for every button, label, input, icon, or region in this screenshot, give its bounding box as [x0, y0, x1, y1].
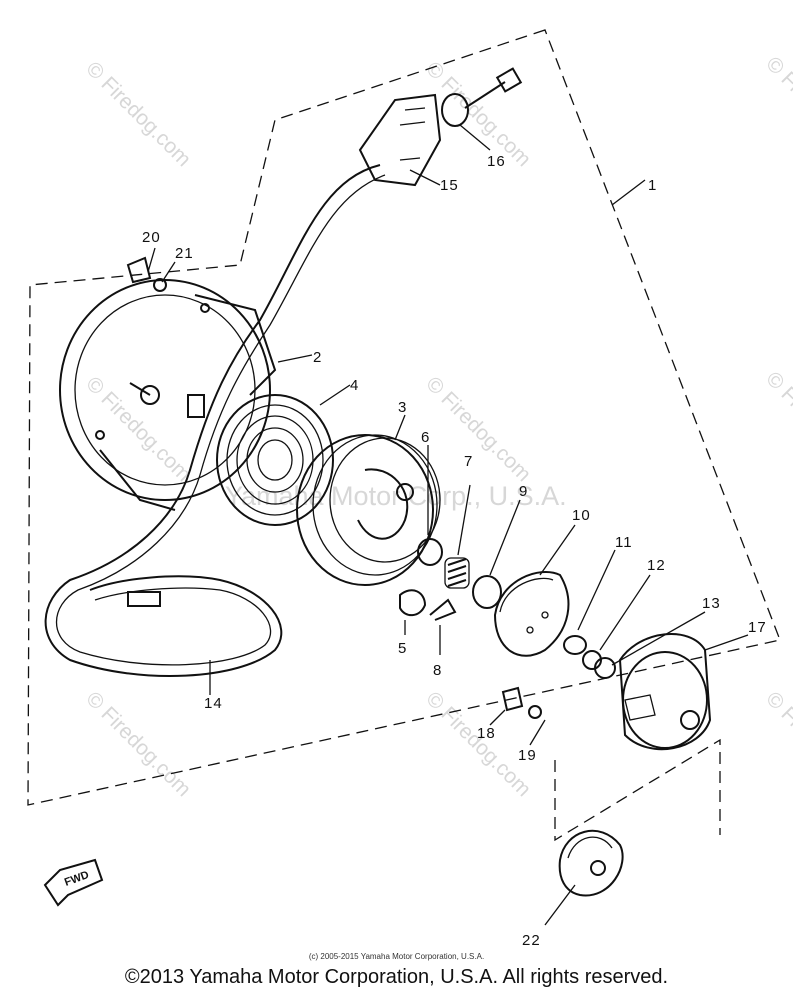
- watermark-site-8: © Firedog.com: [421, 687, 535, 801]
- callout-7: 7: [464, 453, 473, 470]
- watermark-site-9: © Firedog.com: [761, 687, 793, 801]
- callout-11: 11: [615, 534, 633, 551]
- watermark-center: Yamaha Motor Corp., U.S.A.: [225, 481, 567, 511]
- starter-pulley: [618, 633, 712, 751]
- starter-housing: [59, 279, 277, 511]
- recoil-starter-exploded-diagram: © Firedog.com © Firedog.com © Firedog.co…: [27, 29, 793, 949]
- washer-nut: [563, 635, 616, 679]
- callout-20: 20: [142, 229, 161, 246]
- callout-2: 2: [313, 349, 322, 366]
- leader-lines: [147, 124, 749, 926]
- callout-22: 22: [522, 932, 541, 949]
- rope-knot: [127, 591, 161, 607]
- watermark-layer: © Firedog.com © Firedog.com © Firedog.co…: [81, 52, 793, 801]
- starter-handle: [358, 67, 523, 187]
- gear-outline: [554, 738, 721, 842]
- callout-14: 14: [204, 695, 223, 712]
- callout-8: 8: [433, 662, 442, 679]
- watermark-site-7: © Firedog.com: [81, 687, 195, 801]
- small-copyright: (c) 2005-2015 Yamaha Motor Corporation, …: [308, 952, 485, 961]
- spiral-spring: [216, 394, 334, 526]
- watermark-site-5: © Firedog.com: [421, 372, 535, 486]
- callout-18: 18: [477, 725, 496, 742]
- callout-1: 1: [648, 177, 657, 194]
- callout-19: 19: [518, 747, 537, 764]
- callout-13: 13: [702, 595, 721, 612]
- watermark-site-1: © Firedog.com: [81, 57, 195, 171]
- fwd-direction-arrow: FWD: [43, 858, 104, 907]
- watermark-site-4: © Firedog.com: [81, 372, 195, 486]
- callout-6: 6: [421, 429, 430, 446]
- ring-gear: [558, 829, 624, 897]
- callout-5: 5: [398, 640, 407, 657]
- watermark-site-3: © Firedog.com: [761, 52, 793, 166]
- ratchet-plate: [493, 570, 570, 657]
- callout-17: 17: [748, 619, 767, 636]
- callout-21: 21: [175, 245, 194, 262]
- callout-16: 16: [487, 153, 506, 170]
- bolt-washer-18-19: [501, 686, 542, 719]
- bolt-washer-20-21: [126, 256, 167, 292]
- starter-rope: [44, 164, 386, 677]
- callout-12: 12: [647, 557, 666, 574]
- watermark-site-2: © Firedog.com: [421, 57, 535, 171]
- callout-4: 4: [350, 377, 359, 394]
- reel-drum: [296, 434, 441, 586]
- callout-3: 3: [398, 399, 407, 416]
- small-parts-center: [399, 538, 502, 621]
- callout-labels: 1 2 3 4 5 6 7 8 9 10 11 12 13 14 15 16 1…: [142, 153, 767, 949]
- watermark-site-6: © Firedog.com: [761, 367, 793, 481]
- callout-9: 9: [519, 483, 528, 500]
- footer-copyright: ©2013 Yamaha Motor Corporation, U.S.A. A…: [124, 966, 669, 988]
- callout-15: 15: [440, 177, 459, 194]
- callout-10: 10: [572, 507, 591, 524]
